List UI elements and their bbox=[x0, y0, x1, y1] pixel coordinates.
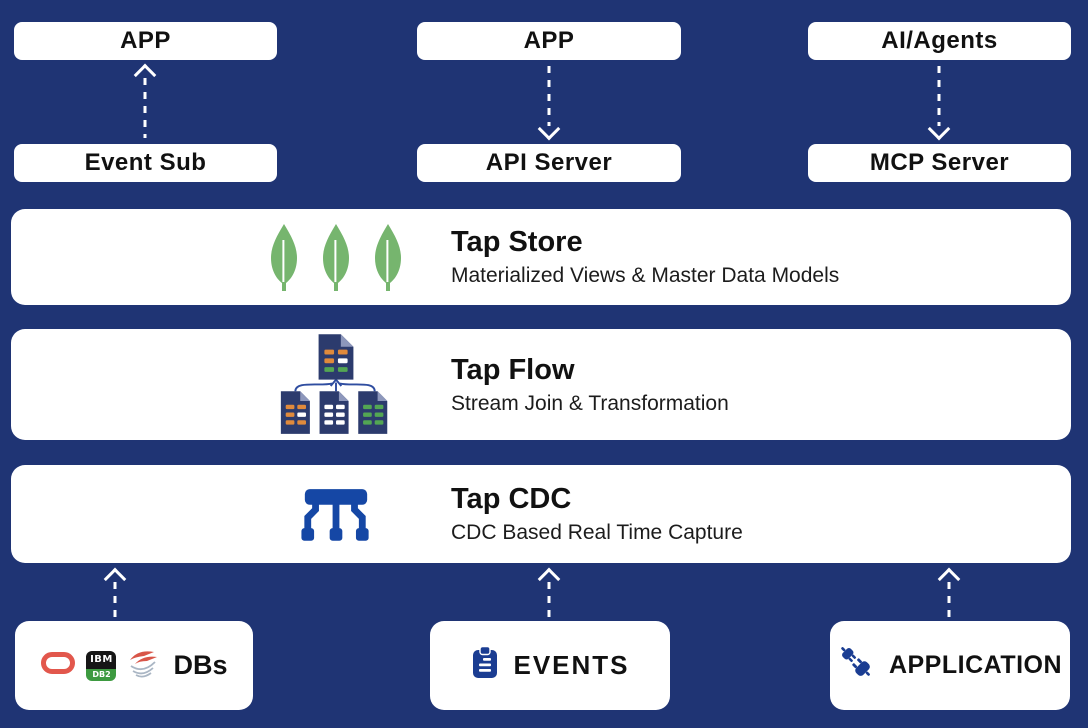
box-app-left: APP bbox=[14, 22, 277, 60]
sql-server-icon bbox=[126, 646, 160, 685]
arrow-event-sub-to-app-icon bbox=[133, 63, 157, 138]
box-api-server-label: API Server bbox=[485, 149, 613, 176]
source-box-application: APPLICATION bbox=[830, 621, 1070, 710]
source-dbs-label: DBs bbox=[173, 650, 228, 680]
plug-icon bbox=[838, 644, 876, 687]
box-event-sub: Event Sub bbox=[14, 144, 277, 182]
source-application-label: APPLICATION bbox=[888, 651, 1063, 679]
layer-tap-cdc: Tap CDC CDC Based Real Time Capture bbox=[11, 465, 1071, 563]
arrow-ai-agents-to-mcp-server-icon bbox=[927, 66, 951, 141]
cdc-pipeline-icon bbox=[251, 465, 421, 563]
layer-tap-flow-subtitle: Stream Join & Transformation bbox=[451, 391, 729, 415]
layer-tap-store-subtitle: Materialized Views & Master Data Models bbox=[451, 264, 840, 288]
mongodb-leaves-icon bbox=[251, 209, 421, 305]
box-ai-agents-label: AI/Agents bbox=[881, 27, 998, 54]
layer-tap-store: Tap Store Materialized Views & Master Da… bbox=[11, 209, 1071, 305]
oracle-icon bbox=[40, 651, 76, 680]
box-mcp-server: MCP Server bbox=[808, 144, 1071, 182]
ibm-db2-icon-top-label: IBM bbox=[86, 650, 117, 669]
source-events-label: EVENTS bbox=[513, 650, 630, 680]
box-event-sub-label: Event Sub bbox=[84, 149, 207, 176]
layer-tap-store-title: Tap Store bbox=[451, 225, 583, 258]
layer-tap-cdc-subtitle: CDC Based Real Time Capture bbox=[451, 521, 743, 545]
box-app-middle: APP bbox=[417, 22, 681, 60]
arrow-dbs-to-tap-cdc-icon bbox=[103, 567, 127, 618]
ibm-db2-icon-bottom-label: DB2 bbox=[86, 668, 117, 681]
document-flow-icon bbox=[251, 329, 421, 440]
ibm-db2-icon: IBM DB2 bbox=[86, 650, 117, 681]
arrow-application-to-tap-cdc-icon bbox=[937, 567, 961, 618]
box-app-left-label: APP bbox=[120, 27, 171, 54]
box-mcp-server-label: MCP Server bbox=[869, 149, 1010, 176]
arrow-events-to-tap-cdc-icon bbox=[537, 567, 561, 618]
layer-tap-flow: Tap Flow Stream Join & Transformation bbox=[11, 329, 1071, 440]
clipboard-icon bbox=[470, 645, 500, 685]
layer-tap-flow-title: Tap Flow bbox=[451, 353, 575, 386]
box-ai-agents: AI/Agents bbox=[808, 22, 1071, 60]
source-box-dbs: IBM DB2 DBs bbox=[15, 621, 253, 710]
source-box-events: EVENTS bbox=[430, 621, 670, 710]
box-api-server: API Server bbox=[417, 144, 681, 182]
arrow-app-to-api-server-icon bbox=[537, 66, 561, 141]
box-app-middle-label: APP bbox=[523, 27, 575, 54]
layer-tap-cdc-title: Tap CDC bbox=[451, 482, 572, 515]
